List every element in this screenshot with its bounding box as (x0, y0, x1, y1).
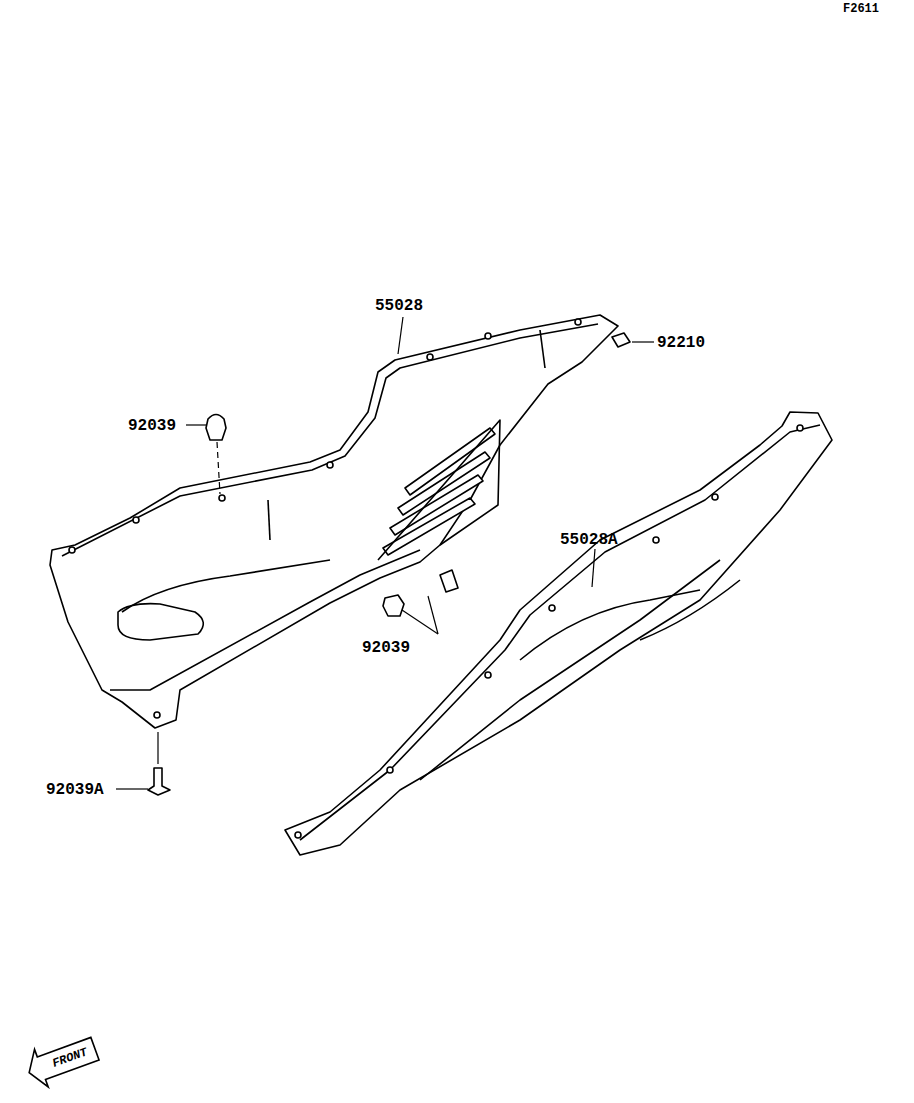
callout-number: 92210 (657, 335, 705, 351)
figure-number: F2611 (843, 3, 879, 15)
rivet-92039 (383, 595, 404, 616)
side-cover-right (285, 412, 832, 855)
callout-number: 92039A (46, 782, 104, 798)
callout-number: 55028 (375, 298, 423, 314)
front-arrow (22, 1030, 101, 1092)
callout-number: 55028A (560, 532, 618, 548)
rivet-92039 (206, 415, 226, 441)
clip-92210 (612, 333, 630, 347)
vent-grille (378, 420, 500, 560)
screw-92039A (148, 768, 170, 795)
callout-number: 92039 (128, 418, 176, 434)
vent-slot (118, 604, 203, 640)
callout-number: 92039 (362, 640, 410, 656)
